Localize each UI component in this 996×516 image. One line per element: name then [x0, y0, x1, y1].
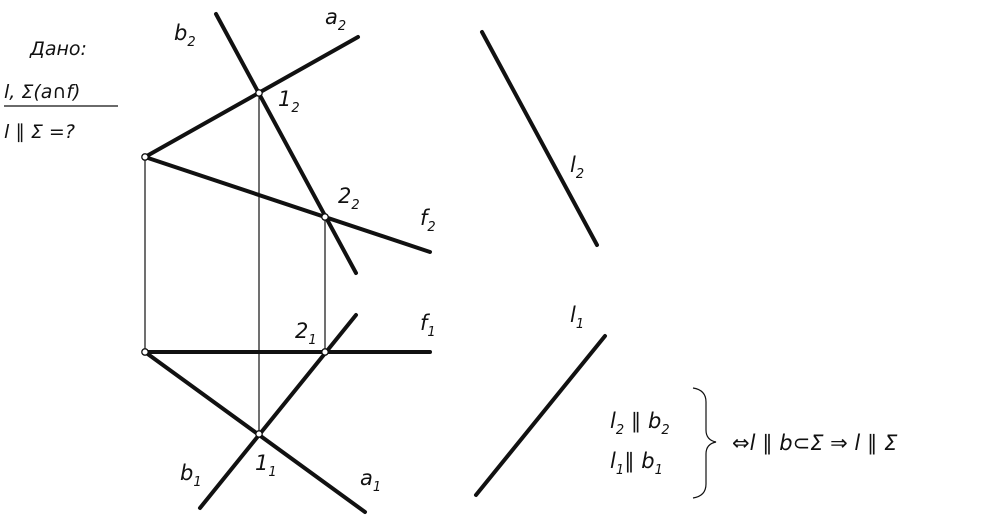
point-a-f-top	[141, 348, 149, 356]
label-f2: f2	[420, 206, 436, 235]
point-a-f-front	[141, 153, 149, 161]
point-2-top	[321, 348, 329, 356]
label-b1: b1	[180, 461, 202, 490]
conclusion-result: ⇔l ∥ b⊂Σ ⇒ l ∥ Σ	[732, 431, 898, 455]
point-1-front	[255, 89, 263, 97]
given-line-1: l, Σ(a∩f)	[4, 81, 80, 103]
label-a2: a2	[325, 5, 346, 34]
line-b1	[198, 313, 358, 510]
line-l1	[474, 334, 607, 497]
line-a2	[143, 35, 360, 159]
condition-1: l2 ∥ b2	[610, 409, 670, 438]
label-1-2: 12	[278, 87, 300, 116]
label-l2: l2	[570, 153, 584, 182]
label-l1: l1	[570, 303, 584, 332]
label-2-2: 22	[338, 184, 360, 213]
line-f2	[143, 155, 432, 254]
label-b2: b2	[174, 21, 196, 50]
condition-2: l1∥ b1	[610, 449, 663, 478]
line-a1	[143, 350, 367, 514]
given-line-2: l ∥ Σ =?	[4, 121, 75, 143]
line-l2	[480, 30, 599, 247]
line-b2	[214, 12, 358, 275]
point-2-front	[321, 213, 329, 221]
point-1-top	[255, 430, 263, 438]
curly-brace	[692, 387, 717, 499]
label-2-1: 21	[295, 319, 317, 348]
label-a1: a1	[360, 466, 381, 495]
given-title: Дано:	[29, 38, 87, 60]
label-f1: f1	[420, 311, 436, 340]
label-1-1: 11	[255, 451, 277, 480]
